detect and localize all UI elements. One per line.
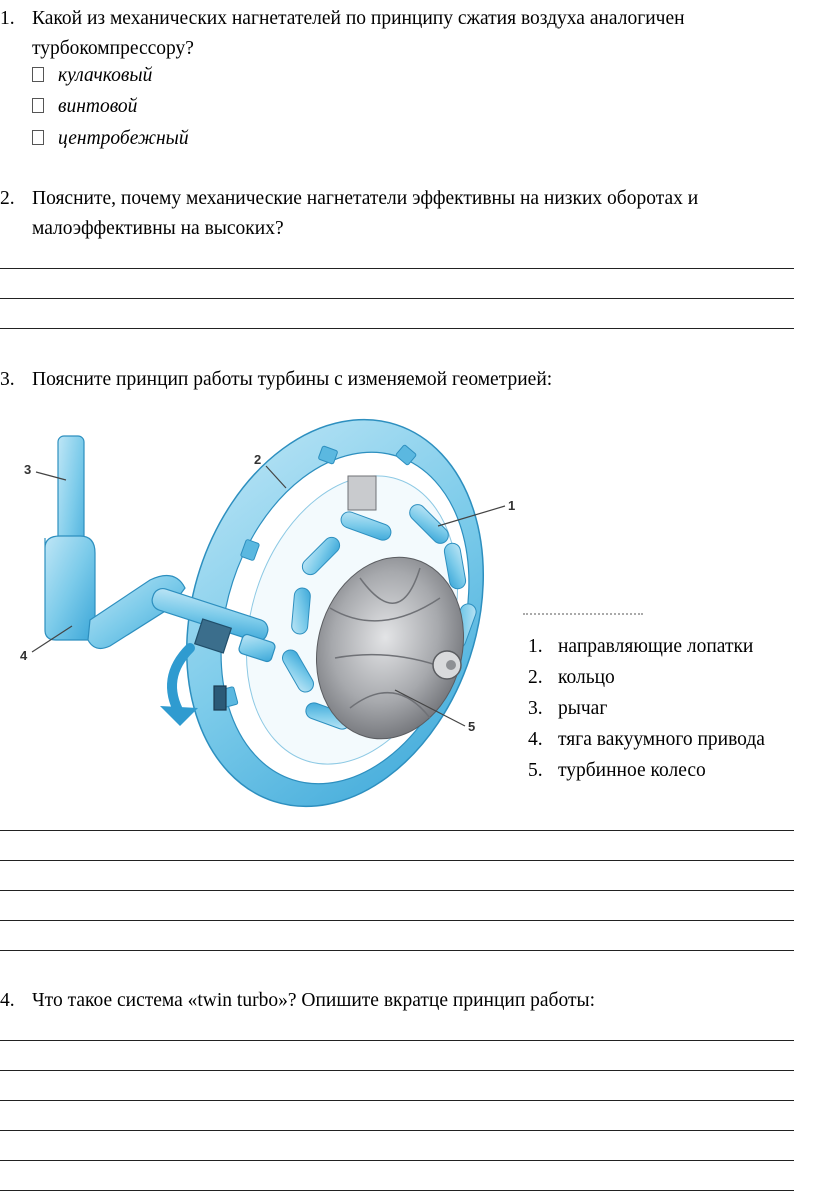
- question-number: 4.: [0, 990, 15, 1011]
- answer-line[interactable]: [0, 1160, 794, 1161]
- answer-line[interactable]: [0, 268, 794, 269]
- dotted-separator: [523, 613, 643, 615]
- pivot-block: [347, 475, 377, 511]
- legend-item: 4.тяга вакуумного привода: [528, 729, 765, 750]
- figure-label-5: 5: [468, 719, 475, 734]
- answer-line[interactable]: [0, 1100, 794, 1101]
- option-label: винтовой: [58, 96, 138, 117]
- question-text: Поясните принцип работы турбины с изменя…: [32, 369, 553, 390]
- answer-line[interactable]: [0, 1130, 794, 1131]
- option-2[interactable]: винтовой: [32, 92, 137, 122]
- question-number: 3.: [0, 369, 15, 390]
- figure-label-4: 4: [20, 648, 28, 663]
- option-label: центробежный: [58, 128, 189, 149]
- turbine-wheel: [315, 556, 465, 740]
- legend-item: 5.турбинное колесо: [528, 760, 706, 781]
- figure-legend: 1.направляющие лопатки 2.кольцо 3.рычаг …: [528, 631, 765, 786]
- figure-label-1: 1: [508, 498, 515, 513]
- figure-label-2: 2: [254, 452, 261, 467]
- lever-assembly: [44, 435, 276, 711]
- option-3[interactable]: центробежный: [32, 124, 189, 154]
- question-text: Какой из механических нагнетателей по пр…: [32, 8, 685, 59]
- answer-line[interactable]: [0, 890, 794, 891]
- checkbox-icon[interactable]: [32, 98, 44, 113]
- answer-line[interactable]: [0, 1190, 794, 1191]
- rotation-arrow-icon: [160, 643, 198, 726]
- answer-line[interactable]: [0, 328, 794, 329]
- answer-line[interactable]: [0, 950, 794, 951]
- answer-line[interactable]: [0, 1040, 794, 1041]
- answer-line[interactable]: [0, 860, 794, 861]
- option-1[interactable]: кулачковый: [32, 61, 152, 91]
- figure-label-3: 3: [24, 462, 31, 477]
- question-number: 2.: [0, 188, 15, 209]
- answer-line[interactable]: [0, 298, 794, 299]
- checkbox-icon[interactable]: [32, 67, 44, 82]
- legend-item: 2.кольцо: [528, 667, 615, 688]
- question-text: Что такое система «twin turbo»? Опишите …: [32, 990, 595, 1011]
- legend-item: 3.рычаг: [528, 698, 608, 719]
- legend-item: 1.направляющие лопатки: [528, 636, 754, 657]
- question-text: Поясните, почему механические нагнетател…: [32, 188, 699, 239]
- checkbox-icon[interactable]: [32, 130, 44, 145]
- leader-lines: [31, 465, 506, 727]
- answer-line[interactable]: [0, 920, 794, 921]
- option-label: кулачковый: [58, 65, 153, 86]
- answer-line[interactable]: [0, 830, 794, 831]
- question-number: 1.: [0, 8, 15, 29]
- answer-line[interactable]: [0, 1070, 794, 1071]
- vgt-turbine-diagram: 1 2 3 4 5: [20, 418, 515, 808]
